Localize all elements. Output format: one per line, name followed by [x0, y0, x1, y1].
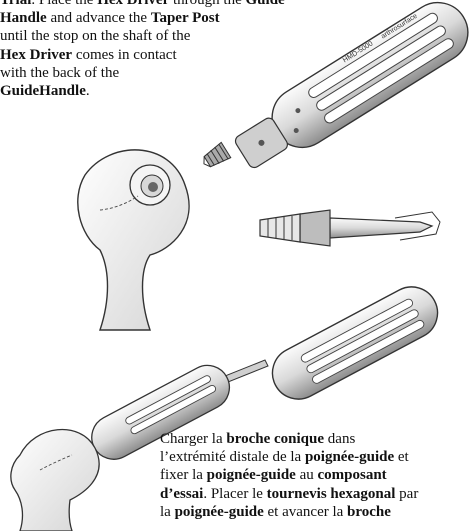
- bold-term: poignée-guide: [305, 449, 394, 465]
- text-run: until the stop on the shaft of the: [0, 28, 190, 44]
- text-line: Hex Driver comes in contact: [0, 46, 300, 64]
- text-run: dans: [324, 431, 355, 447]
- text-run: and advance the: [47, 10, 151, 26]
- humeral-head-illustration: [78, 150, 189, 330]
- text-line: Charger la broche conique dans: [160, 430, 474, 448]
- text-run: au: [296, 467, 318, 483]
- bold-term: Hex Driver: [97, 0, 169, 8]
- text-line: l’extrémité distale de la poignée-guide …: [160, 448, 474, 466]
- text-run: l’extrémité distale de la: [160, 449, 305, 465]
- bold-term: composant: [318, 467, 387, 483]
- text-run: et avancer la: [264, 504, 347, 520]
- text-line: fixer la poignée-guide au composant: [160, 466, 474, 484]
- text-run: et: [394, 449, 409, 465]
- text-line: GuideHandle.: [0, 82, 300, 100]
- bold-term: d’essai: [160, 486, 203, 502]
- bold-term: Guide: [246, 0, 285, 8]
- bold-term: broche: [347, 504, 391, 520]
- text-line: Trial. Place the Hex Driver through the …: [0, 0, 300, 9]
- bold-term: Hex Driver: [0, 47, 72, 63]
- text-run: fixer la: [160, 467, 207, 483]
- text-run: . Place the: [31, 0, 97, 8]
- text-line: Handle and advance the Taper Post: [0, 9, 300, 27]
- text-run: .: [86, 83, 90, 99]
- taper-post-closeup-illustration: [260, 210, 440, 246]
- bold-term: Trial: [0, 0, 31, 8]
- bold-term: tournevis hexagonal: [267, 486, 396, 502]
- text-run: . Placer le: [203, 486, 266, 502]
- bold-term: poignée-guide: [175, 504, 264, 520]
- text-run: par: [395, 486, 418, 502]
- bold-term: poignée-guide: [207, 467, 296, 483]
- text-run: Charger la: [160, 431, 226, 447]
- text-line: la poignée-guide et avancer la broche: [160, 503, 474, 521]
- text-run: through the: [169, 0, 245, 8]
- text-run: with the back of the: [0, 65, 119, 81]
- bold-term: Handle: [0, 10, 47, 26]
- text-line: d’essai. Placer le tournevis hexagonal p…: [160, 485, 474, 503]
- instructions-english: Trial. Place the Hex Driver through the …: [0, 0, 300, 100]
- text-run: comes in contact: [72, 47, 177, 63]
- bold-term: GuideHandle: [0, 83, 86, 99]
- bold-term: Taper Post: [151, 10, 220, 26]
- text-line: until the stop on the shaft of the: [0, 27, 300, 45]
- text-line: with the back of the: [0, 64, 300, 82]
- bold-term: broche conique: [226, 431, 324, 447]
- instructions-french: Charger la broche conique dansl’extrémit…: [160, 430, 474, 521]
- text-run: la: [160, 504, 175, 520]
